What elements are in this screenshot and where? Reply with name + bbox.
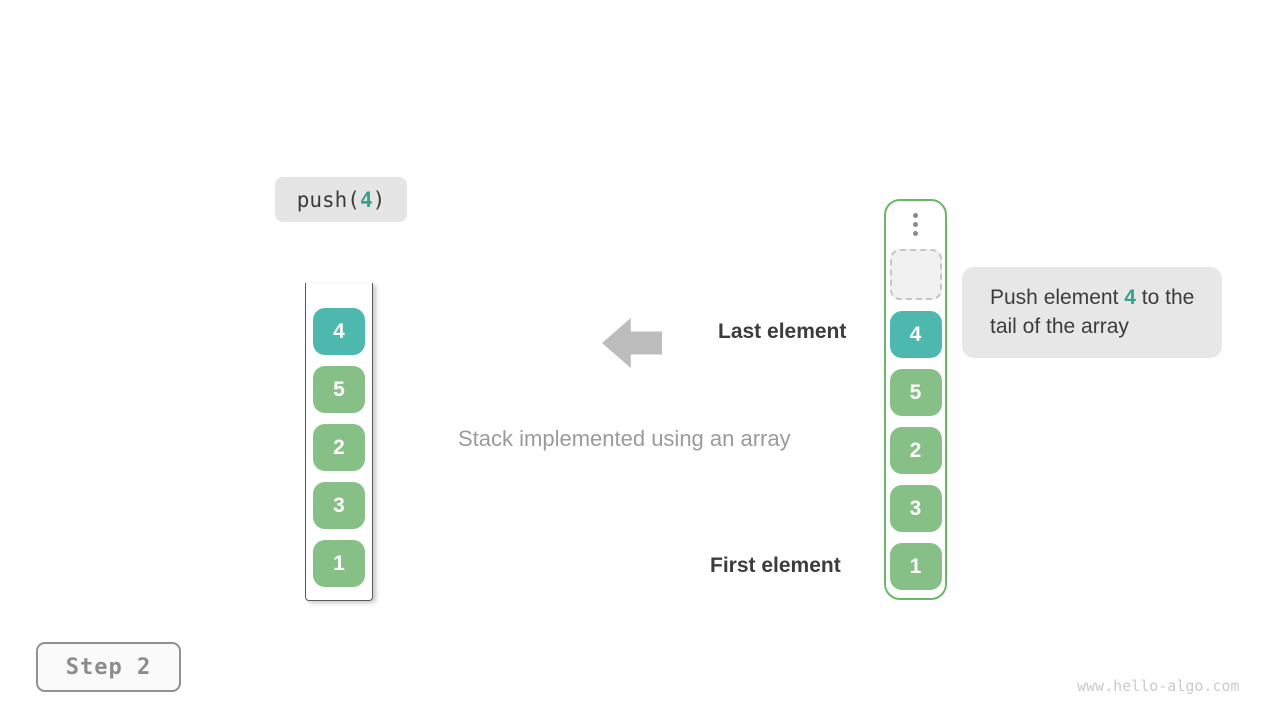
operation-value: 4: [359, 187, 373, 212]
array-cell: 4: [889, 311, 942, 358]
watermark-text: www.hello-algo.com: [1077, 677, 1240, 695]
last-element-label: Last element: [718, 320, 847, 343]
empty-slot: [889, 249, 942, 300]
caption-text: Stack implemented using an array: [458, 426, 791, 451]
left-arrow-icon: [602, 318, 662, 368]
tooltip-text-before: Push element: [990, 286, 1125, 309]
step-label: Step 2: [65, 654, 152, 680]
stack-visualization: 4 5 2 3 1: [305, 283, 373, 601]
stack-cell: 1: [313, 540, 365, 587]
operation-prefix: push(: [296, 187, 360, 212]
stack-cell: 5: [313, 366, 365, 413]
operation-label: push(4): [275, 177, 407, 222]
tooltip-value: 4: [1124, 286, 1136, 309]
array-visualization: 4 5 2 3 1: [884, 199, 947, 600]
stack-cell: 2: [313, 424, 365, 471]
array-cell: 1: [889, 543, 942, 590]
array-cell: 5: [889, 369, 942, 416]
tooltip-bubble: Push element 4 to the tail of the array: [962, 267, 1222, 358]
tooltip-text-after: to the tail of the array: [990, 286, 1195, 338]
array-cell: 3: [889, 485, 942, 532]
array-cell: 2: [889, 427, 942, 474]
ellipsis-dots-icon: [913, 213, 918, 236]
first-element-label: First element: [710, 554, 841, 577]
stack-cell: 3: [313, 482, 365, 529]
stack-cell: 4: [313, 308, 365, 355]
operation-suffix: ): [372, 187, 386, 212]
step-badge: Step 2: [36, 642, 181, 692]
